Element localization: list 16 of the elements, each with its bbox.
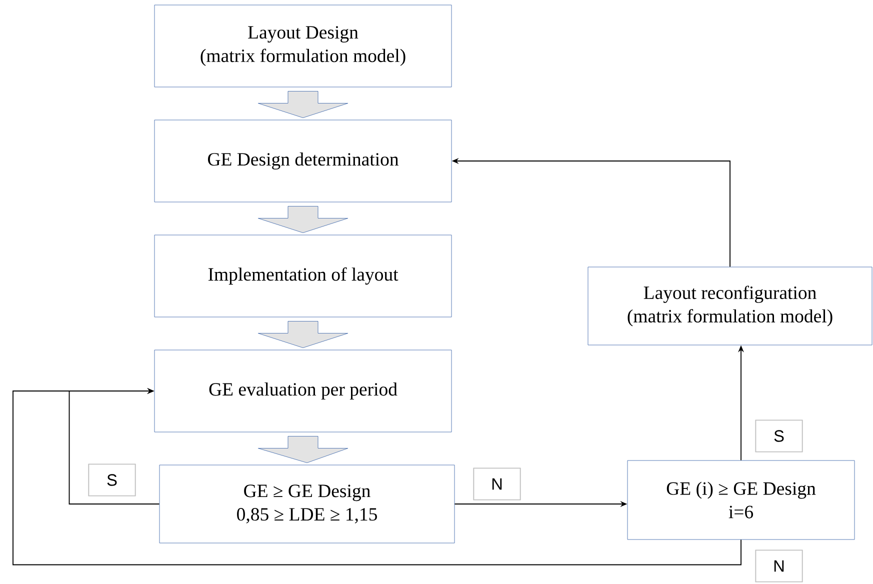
process-box: Implementation of layout [154, 234, 452, 318]
arrow [12, 388, 742, 566]
block-arrow [258, 206, 348, 233]
process-box: GE Design determination [154, 120, 452, 202]
process-box: GE evaluation per period [154, 350, 452, 432]
edge-label: N [755, 550, 803, 582]
process-box: GE ≥ GE Design 0,85 ≥ LDE ≥ 1,15 [159, 464, 455, 544]
block-arrow [258, 321, 348, 348]
edge-label: N [473, 468, 521, 500]
process-box: Layout reconfiguration (matrix formulation model) [588, 266, 872, 346]
edge-label: S [755, 420, 803, 452]
edge-label: S [88, 464, 136, 496]
block-arrow [258, 436, 348, 463]
process-box: Layout Design (matrix formulation model) [154, 4, 452, 88]
process-box: GE (i) ≥ GE Design i=6 [627, 460, 855, 540]
block-arrow [258, 91, 348, 118]
